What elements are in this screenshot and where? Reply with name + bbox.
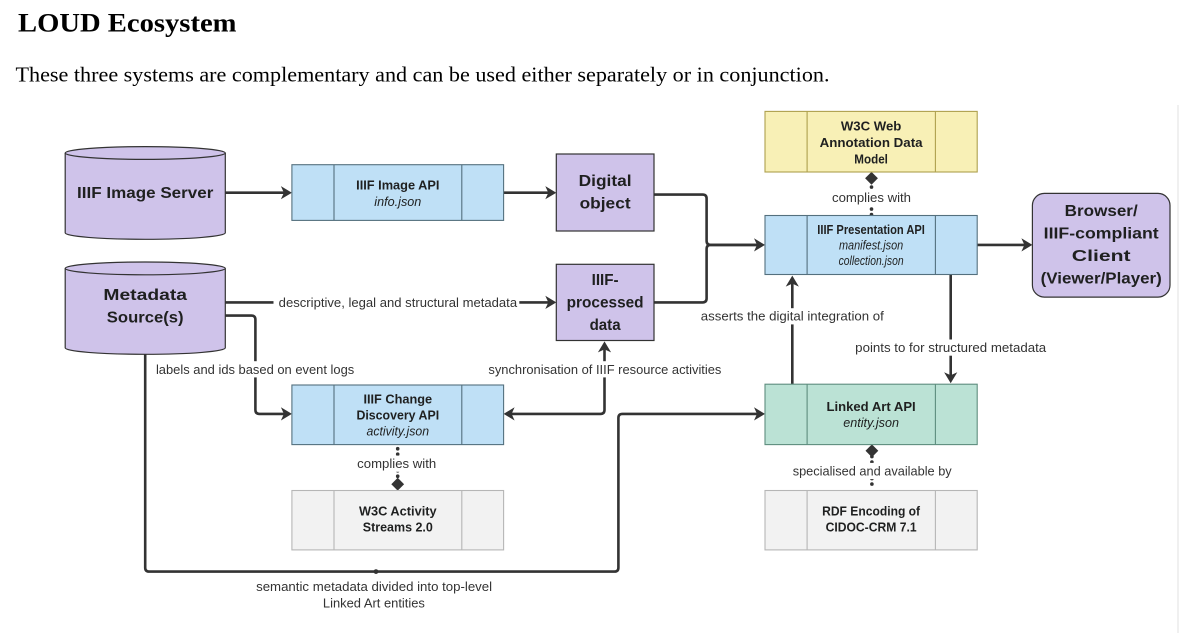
svg-text:complies with: complies with [832,190,911,205]
svg-text:Metadata: Metadata [103,287,187,304]
svg-text:Discovery API: Discovery API [356,408,439,423]
svg-text:IIIF Image API: IIIF Image API [356,178,439,193]
svg-text:IIIF Presentation API: IIIF Presentation API [817,222,925,237]
svg-text:IIIF Change: IIIF Change [363,392,432,407]
svg-text:W3C Activity: W3C Activity [359,504,437,519]
svg-text:IIIF-compliant: IIIF-compliant [1044,225,1160,242]
svg-text:info.json: info.json [374,194,421,209]
svg-text:(Viewer/Player): (Viewer/Player) [1041,270,1162,287]
svg-text:IIIF Image Server: IIIF Image Server [77,185,213,202]
svg-text:Digital: Digital [579,173,632,190]
svg-text:asserts the digital integratio: asserts the digital integration of [701,309,884,324]
svg-text:Client: Client [1072,248,1132,265]
svg-text:manifest.json: manifest.json [839,238,903,253]
svg-text:semantic metadata divided into: semantic metadata divided into top-level [256,579,492,594]
svg-text:collection.json: collection.json [839,253,904,268]
svg-text:complies with: complies with [357,456,436,471]
svg-text:specialised and available by: specialised and available by [793,463,952,478]
svg-text:data: data [590,317,621,334]
svg-text:synchronisation of IIIF resour: synchronisation of IIIF resource activit… [488,362,721,377]
svg-text:points to for structured metad: points to for structured metadata [855,340,1047,355]
svg-text:LOUD Ecosystem: LOUD Ecosystem [18,8,237,38]
svg-text:descriptive, legal and structu: descriptive, legal and structural metada… [279,295,518,310]
svg-text:Streams 2.0: Streams 2.0 [363,520,433,535]
svg-text:Source(s): Source(s) [107,309,184,326]
svg-text:entity.json: entity.json [843,415,899,430]
svg-text:activity.json: activity.json [367,424,430,439]
svg-text:Linked Art API: Linked Art API [827,399,916,414]
svg-text:Browser/: Browser/ [1065,203,1139,220]
svg-text:Model: Model [854,151,888,166]
svg-text:CIDOC-CRM 7.1: CIDOC-CRM 7.1 [826,520,917,535]
svg-text:labels and ids based on event: labels and ids based on event logs [156,362,355,377]
svg-text:RDF Encoding of: RDF Encoding of [822,504,921,519]
svg-text:object: object [580,196,632,213]
svg-text:Linked Art entities: Linked Art entities [323,595,425,610]
svg-text:IIIF-: IIIF- [592,272,619,289]
svg-text:These three systems are comple: These three systems are complementary an… [16,62,830,86]
svg-text:Annotation Data: Annotation Data [820,135,924,150]
svg-text:W3C Web: W3C Web [841,119,902,134]
svg-text:processed: processed [567,294,644,311]
